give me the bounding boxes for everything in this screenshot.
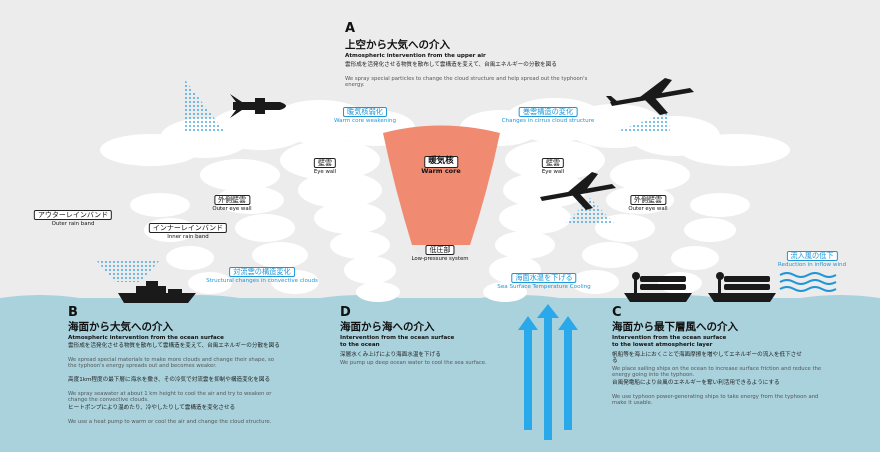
- section-c-p1-en: We place sailing ships on the ocean to i…: [612, 366, 822, 379]
- cirrus-change-ja: 巻雲構造の変化: [518, 107, 578, 118]
- warm-core-en: Warm core: [421, 166, 461, 175]
- low-pressure-label: 低圧部 Low-pressure system: [411, 238, 469, 263]
- rocket-icon: [230, 94, 286, 118]
- eye-wall-left-ja: 壁雲: [314, 158, 336, 169]
- turbine-ship-icon: [624, 272, 692, 302]
- outer-eye-wall-left-en: Outer eye wall: [212, 206, 252, 213]
- inflow-reduction-en: Reduction in inflow wind: [777, 262, 847, 269]
- outer-rain-band-en: Outer rain band: [51, 221, 95, 228]
- section-b-letter: B: [68, 305, 78, 320]
- outer-rain-band-ja: アウターレインバンド: [33, 210, 113, 221]
- outer-eye-wall-right-ja: 外側壁雲: [629, 195, 666, 206]
- wind-waves-icon: [779, 272, 837, 292]
- section-b-p2-en: We spray seawater at about 1 km height t…: [68, 391, 272, 404]
- convective-change-ja: 対流雲の構造変化: [229, 267, 295, 278]
- section-a-letter: A: [345, 21, 356, 36]
- warm-core-weakening-ja: 暖気核弱化: [343, 107, 387, 118]
- section-b-title-en: Atmospheric intervention from the ocean …: [68, 335, 224, 341]
- ocean: [0, 298, 880, 452]
- section-a-title-en: Atmospheric intervention from the upper …: [345, 53, 486, 59]
- section-b-title: 海面から大気への介入: [68, 321, 173, 333]
- outer-eye-wall-left-label: 外側壁雲 Outer eye wall: [212, 188, 252, 213]
- section-a-desc: 雲形成を活発化させる物質を散布して雲構造を変えて、台風エネルギーの分散を図る: [345, 62, 557, 68]
- section-c-title-en-1: Intervention from the ocean surface: [612, 335, 727, 341]
- warm-core-ja: 暖気核: [424, 156, 458, 168]
- sst-cooling-ja: 海面水温を下げる: [511, 273, 577, 284]
- sst-cooling-en: Sea Surface Temperature Cooling: [497, 284, 591, 291]
- section-b-p1: 雲形成を活発化させる物質を散布して雲構造を変えて、台風エネルギーの分散を図る: [68, 343, 280, 349]
- low-pressure-en: Low-pressure system: [411, 256, 469, 263]
- airplane-icon: [540, 172, 616, 210]
- section-b-p2: 高度1km程度の最下層に海水を撒き、その冷気で対流雲を抑制や構造変化を図る: [68, 377, 271, 383]
- airplane-icon: [606, 78, 694, 115]
- section-d-letter: D: [340, 305, 351, 320]
- section-c-p1: 帆船等を海上におくことで海面摩擦を増やしてエネルギーの流入を低下させる: [612, 352, 802, 365]
- section-c-p2: 台風発電船により台風のエネルギーを奪い利活用できるようにする: [612, 380, 780, 386]
- convective-change-en: Structural changes in convective clouds: [206, 278, 318, 285]
- section-c-p2-en: We use typhoon power-generating ships to…: [612, 394, 819, 407]
- section-d-title-en-2: to the ocean: [340, 342, 380, 348]
- spray-particles-icon: [96, 80, 670, 282]
- inner-rain-band-en: Inner rain band: [167, 234, 209, 241]
- inflow-reduction-label: 流入風の低下 Reduction in inflow wind: [778, 244, 846, 269]
- section-d-desc: 深層水くみ上げにより海面水温を下げる: [340, 352, 441, 358]
- section-c-title: 海面から最下層風への介入: [612, 321, 738, 333]
- section-d-title: 海面から海への介入: [340, 321, 435, 333]
- upwelling-arrows-icon: [518, 304, 578, 440]
- section-a-desc-en: We spray special particles to change the…: [345, 76, 588, 89]
- section-c-title-en-2: to the lowest atmospheric layer: [612, 342, 713, 348]
- warm-core-weakening-en: Warm core weakening: [333, 118, 397, 125]
- warm-core-shape: [383, 125, 500, 245]
- inner-rain-band-label: インナーレインバンド Inner rain band: [148, 216, 228, 241]
- eye-wall-left-label: 壁雲 Eye wall: [314, 151, 336, 176]
- warm-core-weakening-label: 暖気核弱化 Warm core weakening: [334, 100, 396, 125]
- warm-core-label: 暖気核 Warm core: [421, 149, 461, 175]
- outer-eye-wall-right-en: Outer eye wall: [628, 206, 668, 213]
- sst-cooling-label: 海面水温を下げる Sea Surface Temperature Cooling: [497, 266, 591, 291]
- outer-eye-wall-right-label: 外側壁雲 Outer eye wall: [628, 188, 668, 213]
- eye-wall-right-label: 壁雲 Eye wall: [542, 151, 564, 176]
- section-d-desc-en: We pump up deep ocean water to cool the …: [340, 360, 487, 366]
- cirrus-change-label: 巻雲構造の変化 Changes in cirrus cloud structur…: [501, 100, 595, 125]
- inflow-reduction-ja: 流入風の低下: [786, 251, 838, 262]
- eye-wall-left-en: Eye wall: [313, 169, 337, 176]
- turbine-ship-icon: [708, 272, 776, 302]
- section-b-p3: ヒートポンプにより温めたり、冷やしたりして雲構造を変化させる: [68, 405, 236, 411]
- ship-icon: [118, 281, 196, 303]
- eye-wall-right-en: Eye wall: [541, 169, 565, 176]
- section-c-letter: C: [612, 305, 622, 320]
- section-b-p1-en: We spread special materials to make more…: [68, 357, 274, 370]
- low-pressure-ja: 低圧部: [425, 245, 455, 256]
- outer-eye-wall-left-ja: 外側壁雲: [213, 195, 250, 206]
- section-b-p3-en: We use a heat pump to warm or cool the a…: [68, 419, 272, 425]
- eye-wall-right-ja: 壁雲: [542, 158, 564, 169]
- section-a-title: 上空から大気への介入: [345, 39, 450, 51]
- inner-rain-band-ja: インナーレインバンド: [148, 223, 228, 234]
- outer-rain-band-label: アウターレインバンド Outer rain band: [33, 203, 113, 228]
- cirrus-change-en: Changes in cirrus cloud structure: [501, 118, 595, 125]
- section-d-title-en-1: Intervention from the ocean surface: [340, 335, 455, 341]
- convective-change-label: 対流雲の構造変化 Structural changes in convectiv…: [206, 260, 318, 285]
